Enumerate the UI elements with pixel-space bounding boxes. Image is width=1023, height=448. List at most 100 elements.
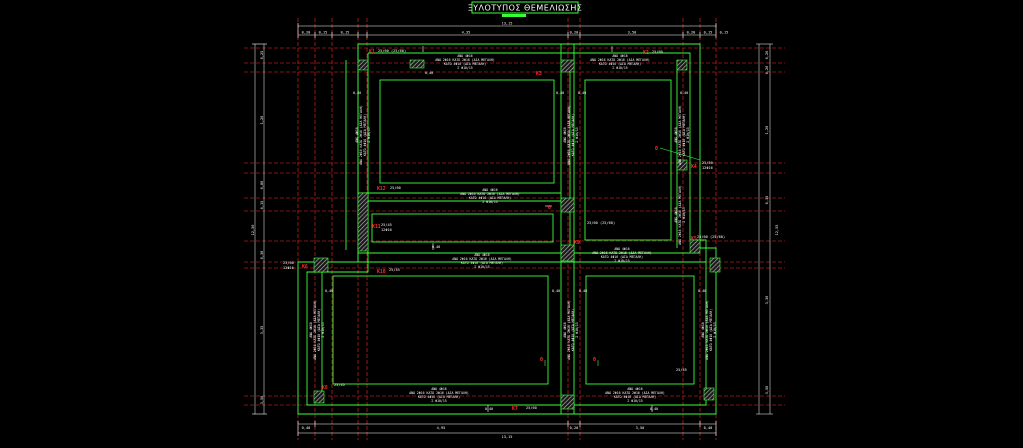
section-note-k4: 25/50 [702,161,713,165]
svg-text:ΑΝΩ 2Φ16 ΚΑΤΩ 2Φ16 (ΔΙΑ ΜΕΓΑΛΗ: ΑΝΩ 2Φ16 ΚΑΤΩ 2Φ16 (ΔΙΑ ΜΕΓΑΛΗ) [359,105,363,165]
svg-text:ΑΝΩ 4Φ16: ΑΝΩ 4Φ16 [474,253,489,257]
svg-text:ΑΝΩ 4Φ16: ΑΝΩ 4Φ16 [612,54,627,58]
section-note-k1: 25/60 (25/60) [378,49,406,53]
beam-note-bottom-left: ΑΝΩ 4Φ16 ΑΝΩ 2Φ16 ΚΑΤΩ 2Φ16 (ΔΙΑ ΜΕΓΑΛΗ)… [409,387,469,403]
section-markers [422,46,653,412]
overall-dim-bottom: 13,15 [502,435,513,439]
svg-text:ΑΝΩ 4Φ16: ΑΝΩ 4Φ16 [355,127,359,142]
axis-marker-leaders [544,147,701,366]
section-note-k7: 25/60 [526,406,537,410]
top-dim-3: 0,15 [341,31,350,35]
svg-text:ΑΝΩ 2Φ16 ΚΑΤΩ 2Φ16 (ΔΙΑ ΜΕΓΑΛΗ: ΑΝΩ 2Φ16 ΚΑΤΩ 2Φ16 (ΔΙΑ ΜΕΓΑΛΗ) [592,251,652,255]
beam-note-center-lower: ΑΝΩ 4Φ16 ΑΝΩ 2Φ16 ΚΑΤΩ 2Φ16 (ΔΙΑ ΜΕΓΑΛΗ)… [563,300,579,360]
column-label-k4: K4 [691,164,697,170]
column-label-k3: K3 [536,71,542,77]
title-underline-bar [502,14,526,17]
svg-text:ΑΝΩ 2Φ16 ΚΑΤΩ 2Φ16 (ΔΙΑ ΜΕΓΑΛΗ: ΑΝΩ 2Φ16 ΚΑΤΩ 2Φ16 (ΔΙΑ ΜΕΓΑΛΗ) [605,391,665,395]
column-label-k9: K9 [574,240,580,246]
svg-text:ΚΑΤΩ 4Φ16 (ΔΙΑ ΜΕΓΑΛΗ): ΚΑΤΩ 4Φ16 (ΔΙΑ ΜΕΓΑΛΗ) [317,309,321,351]
left-side-dims: 12,50 0,25 1,20 0,80 0,15 0,30 3,35 3,50 [251,51,264,405]
beam-note-mid-left: ΑΝΩ 4Φ16 ΑΝΩ 2Φ16 ΚΑΤΩ 2Φ16 (ΔΙΑ ΜΕΓΑΛΗ)… [460,188,520,204]
column-label-k2: K2 [643,50,649,56]
right-dim-3: 1,20 [765,126,769,135]
top-dim-2: 0,15 [319,31,328,35]
svg-text:ΚΑΤΩ 4Φ16 (ΔΙΑ ΜΕΓΑΛΗ): ΚΑΤΩ 4Φ16 (ΔΙΑ ΜΕΓΑΛΗ) [709,309,713,351]
axis-markers: Θ Θ Θ Θ [540,146,658,363]
thickness-12: 0,40 [650,407,658,411]
column-labels: K1 K2 K3 K4 K5 K6 K7 K8 K9 K10 K11 K12 [302,49,697,412]
axis-mark-2: Θ [540,357,543,363]
column-label-k6: K6 [302,264,308,270]
svg-text:ΑΝΩ 4Φ16: ΑΝΩ 4Φ16 [701,322,705,337]
thickness-9: 0,40 [579,289,587,293]
dimension-lines [254,25,771,434]
right-dim-6: 3,50 [765,386,769,395]
svg-text:Σ Φ10/15: Σ Φ10/15 [682,207,686,222]
svg-text:ΑΝΩ 2Φ16 ΚΑΤΩ 2Φ16 (ΔΙΑ ΜΕΓΑΛΗ: ΑΝΩ 2Φ16 ΚΑΤΩ 2Φ16 (ΔΙΑ ΜΕΓΑΛΗ) [567,105,571,165]
svg-text:ΑΝΩ 4Φ16: ΑΝΩ 4Φ16 [457,54,472,58]
svg-text:ΚΑΤΩ 4Φ16 (ΔΙΑ ΜΕΓΑΛΗ): ΚΑΤΩ 4Φ16 (ΔΙΑ ΜΕΓΑΛΗ) [614,395,656,399]
svg-text:ΚΑΤΩ 4Φ16 (ΔΙΑ ΜΕΓΑΛΗ): ΚΑΤΩ 4Φ16 (ΔΙΑ ΜΕΓΑΛΗ) [444,62,486,66]
bottom-dim-2: 4,95 [437,426,446,430]
beam-note-left-lower: ΑΝΩ 4Φ16 ΑΝΩ 2Φ16 ΚΑΤΩ 2Φ16 (ΔΙΑ ΜΕΓΑΛΗ)… [309,300,325,360]
beam-note-top-left: ΑΝΩ 4Φ16 ΑΝΩ 2Φ16 ΚΑΤΩ 2Φ16 (ΔΙΑ ΜΕΓΑΛΗ)… [435,54,495,70]
top-dim-5: 0,20 [570,31,579,35]
section-note-right-low: 25/45 [676,368,687,372]
beam-notes-horizontal: ΑΝΩ 4Φ16 ΑΝΩ 2Φ16 ΚΑΤΩ 2Φ16 (ΔΙΑ ΜΕΓΑΛΗ)… [409,54,665,403]
thickness-6: 0,40 [432,245,440,249]
beam-note-right-mid: ΑΝΩ 4Φ16 ΑΝΩ 2Φ16 ΚΑΤΩ 2Φ16 (ΔΙΑ ΜΕΓΑΛΗ)… [674,185,686,245]
bottom-dim-5: 0,40 [704,426,713,430]
svg-text:Σ Φ10/15: Σ Φ10/15 [575,322,579,337]
section-note-k2: 25/60 [652,50,663,54]
section-note-k10: 25/45 [389,268,400,272]
left-dim-2: 1,20 [260,116,264,125]
section-note-k5: 25/60 (25/60) [697,235,725,239]
section-note-k6-rebar: 12Φ16 [283,266,294,270]
svg-text:ΚΑΤΩ 4Φ16 (ΔΙΑ ΜΕΓΑΛΗ): ΚΑΤΩ 4Φ16 (ΔΙΑ ΜΕΓΑΛΗ) [601,255,643,259]
left-dim-7: 3,50 [260,396,264,405]
section-note-k12: 25/60 [390,186,401,190]
top-dim-6: 3,50 [628,31,637,35]
thickness-5: 0,40 [425,71,433,75]
svg-text:Σ Φ10/15: Σ Φ10/15 [575,127,579,142]
section-note-k4-rebar: 12Φ16 [702,166,713,170]
left-dim-6: 3,35 [260,326,264,335]
svg-text:ΑΝΩ 2Φ16 ΚΑΤΩ 2Φ16 (ΔΙΑ ΜΕΓΑΛΗ: ΑΝΩ 2Φ16 ΚΑΤΩ 2Φ16 (ΔΙΑ ΜΕΓΑΛΗ) [678,105,682,165]
left-dim-1: 0,25 [260,51,264,60]
left-total-dim: 12,50 [251,225,255,236]
section-note-k11: 25/45 [381,223,392,227]
right-dim-2: 0,20 [765,66,769,75]
column-label-k10: K10 [377,269,386,275]
bottom-segment-dims: 0,40 4,95 0,20 3,50 0,40 [302,426,713,430]
column-label-k12: K12 [377,186,386,192]
bottom-dim-4: 3,50 [636,426,645,430]
section-note-k6: 25/60 [283,261,294,265]
beam-note-lower-left: ΑΝΩ 4Φ16 ΑΝΩ 2Φ16 ΚΑΤΩ 2Φ16 (ΔΙΑ ΜΕΓΑΛΗ)… [452,253,512,269]
top-dim-8: 0,15 [704,31,713,35]
thickness-8: 0,40 [552,289,560,293]
column-label-k8: K8 [322,385,328,391]
svg-text:ΚΑΤΩ 4Φ16 (ΔΙΑ ΜΕΓΑΛΗ): ΚΑΤΩ 4Φ16 (ΔΙΑ ΜΕΓΑΛΗ) [418,395,460,399]
beam-note-right-lower: ΑΝΩ 4Φ16 ΑΝΩ 2Φ16 ΚΑΤΩ 2Φ16 (ΔΙΑ ΜΕΓΑΛΗ)… [701,300,717,360]
bottom-dim-1: 0,40 [302,426,311,430]
section-note-k11-rebar: 12Φ16 [381,228,392,232]
svg-text:ΑΝΩ 2Φ16 ΚΑΤΩ 2Φ16 (ΔΙΑ ΜΕΓΑΛΗ: ΑΝΩ 2Φ16 ΚΑΤΩ 2Φ16 (ΔΙΑ ΜΕΓΑΛΗ) [452,257,512,261]
title-frame [471,1,579,14]
right-dim-1: 0,20 [765,51,769,60]
column-hatches [313,59,721,410]
svg-text:Σ Φ10/15: Σ Φ10/15 [431,399,446,403]
svg-text:Σ Φ10/15: Σ Φ10/15 [367,127,371,142]
svg-text:ΚΑΤΩ 4Φ16 (ΔΙΑ ΜΕΓΑΛΗ): ΚΑΤΩ 4Φ16 (ΔΙΑ ΜΕΓΑΛΗ) [461,261,503,265]
dimension-ticks [252,23,773,436]
thickness-4: 0,40 [680,91,688,95]
svg-text:Σ Φ10/15: Σ Φ10/15 [686,127,690,142]
svg-text:Σ Φ10/15: Σ Φ10/15 [457,66,472,70]
beam-note-top-right: ΑΝΩ 4Φ16 ΑΝΩ 2Φ16 ΚΑΤΩ 2Φ16 (ΔΙΑ ΜΕΓΑΛΗ)… [590,54,650,70]
svg-text:ΑΝΩ 4Φ16: ΑΝΩ 4Φ16 [309,322,313,337]
svg-text:ΑΝΩ 4Φ16: ΑΝΩ 4Φ16 [674,127,678,142]
svg-text:ΑΝΩ 4Φ16: ΑΝΩ 4Φ16 [674,207,678,222]
left-dim-4: 0,15 [260,201,264,210]
beam-note-left-upper: ΑΝΩ 4Φ16 ΑΝΩ 2Φ16 ΚΑΤΩ 2Φ16 (ΔΙΑ ΜΕΓΑΛΗ)… [355,105,371,165]
axis-mark-4: Θ [548,205,551,211]
